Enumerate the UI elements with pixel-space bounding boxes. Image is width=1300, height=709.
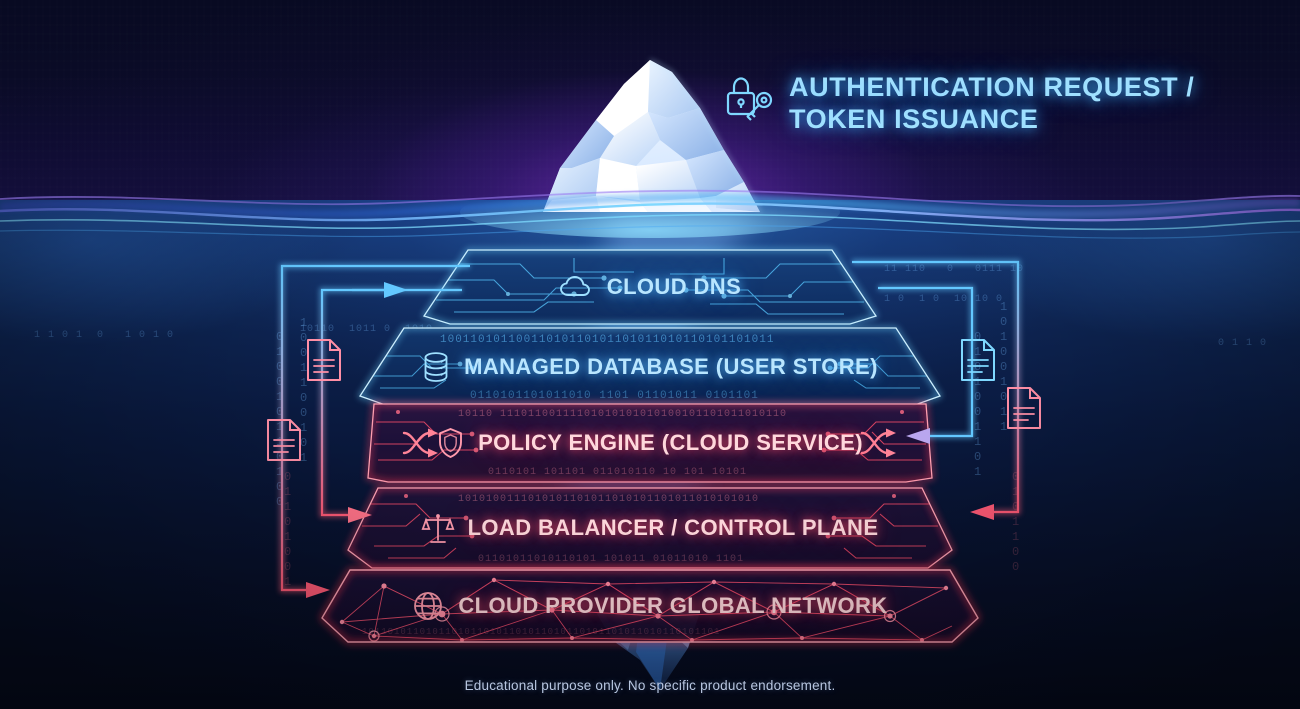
- svg-text:01101011010110101 101011 01011: 01101011010110101 101011 01011010 1101: [478, 554, 744, 565]
- ocean-vignette: [0, 200, 1300, 709]
- document-icon-right-upper: [961, 339, 995, 381]
- shuffle-icon-left: [402, 428, 438, 458]
- svg-text:101101011010110101101011010110: 1011010110101101011010110101101011010110…: [362, 627, 720, 637]
- svg-text:101010011101010110101101010110: 1010100111010101101011010101101011010101…: [458, 494, 759, 505]
- binary-texture-right-edge: 0 1 1 0: [1218, 336, 1267, 351]
- pyramid-layers: CLOUD DNS 100110101: [0, 248, 1300, 644]
- binary-texture-left2: 1 0 0 1 1 0 0 1 0 1: [300, 316, 308, 466]
- connector-wires: [267, 259, 1041, 598]
- svg-text:0110101 101101 011010110 10 10: 0110101 101101 011010110 10 101 10101: [488, 467, 747, 478]
- title-line-1: AUTHENTICATION REQUEST /: [789, 72, 1195, 102]
- svg-text:0110101101011010 1101 01101011: 0110101101011010 1101 01101011 0101101: [470, 390, 759, 402]
- binary-texture-left3: 0 1 1 0 1 0 0 1: [284, 470, 292, 590]
- waterline: [0, 185, 1300, 247]
- binary-texture-right: 0 1 0 1 0 0 1 1 0 1: [974, 330, 982, 480]
- document-icon-right-lower: [1007, 387, 1041, 429]
- svg-text:100110101100110101101011010110: 1001101011001101011010110101101011010110…: [440, 334, 774, 346]
- svg-text:10110 111011001111010101010101: 10110 1110110011110101010101010010110101…: [458, 409, 787, 420]
- footer-disclaimer: Educational purpose only. No specific pr…: [464, 678, 836, 693]
- title-block: AUTHENTICATION REQUEST / TOKEN ISSUANCE: [789, 72, 1219, 135]
- document-icon-left-lower: [267, 419, 301, 461]
- title-line-2: TOKEN ISSUANCE: [789, 103, 1039, 134]
- binary-texture-topright2: 1 0 1 0 10 10 0: [884, 292, 1003, 307]
- binary-texture-left-top: 1 1 0 1 0 1 0 1 0: [34, 328, 174, 343]
- binary-texture-right2: 1 0 1 0 0 1 0 1 1: [1000, 300, 1008, 435]
- shuffle-icon-right: [860, 428, 896, 458]
- document-icon-left-upper: [307, 339, 341, 381]
- padlock-key-icon: [726, 77, 773, 121]
